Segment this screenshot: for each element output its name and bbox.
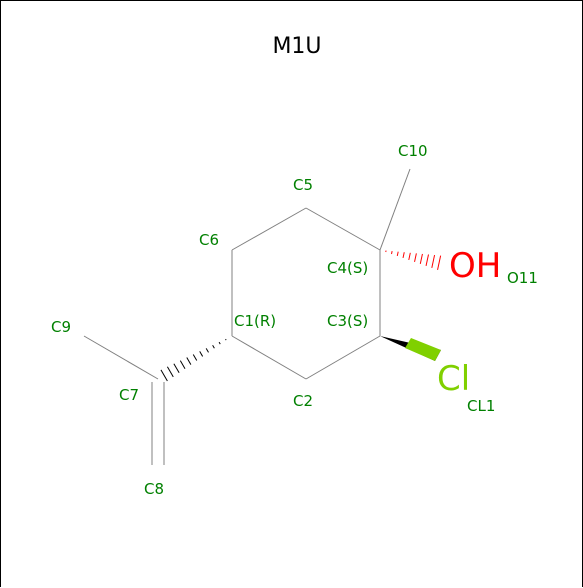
hashed-bond-c4-o11 [386, 251, 441, 270]
atom-label-c4: C4(S) [327, 259, 368, 277]
hash-stroke [206, 348, 208, 352]
atom-symbol-cl: Cl [437, 359, 470, 399]
atom-label-c2: C2 [293, 392, 313, 410]
hash-stroke [167, 367, 173, 377]
hash-stroke [432, 255, 435, 268]
atom-label-cl1: CL1 [467, 397, 495, 415]
atom-label-c3: C3(S) [327, 312, 368, 330]
hash-stroke [226, 339, 227, 340]
hash-stroke [420, 254, 422, 264]
bond-c2-c1 [232, 336, 306, 379]
hash-stroke [426, 254, 428, 265]
bond-c7-c9 [84, 336, 158, 379]
hash-stroke [403, 252, 404, 258]
atom-label-c6: C6 [199, 231, 219, 249]
hash-stroke [397, 252, 398, 256]
hashed-bond-c1-c7 [161, 339, 226, 381]
hash-stroke [200, 351, 203, 356]
bond-c4-c10 [380, 169, 410, 250]
bond-c5-c4 [306, 208, 380, 250]
hash-stroke [415, 253, 417, 262]
hash-stroke [219, 342, 220, 344]
hash-stroke [409, 253, 411, 260]
hash-stroke [438, 256, 441, 270]
hash-stroke [187, 358, 191, 365]
wedge-bond-c3-cl-tip [405, 338, 441, 361]
atom-label-c5: C5 [293, 176, 313, 194]
molecule-title: M1U [272, 34, 321, 59]
hash-stroke [180, 361, 185, 369]
hash-stroke [174, 364, 179, 373]
atom-symbol-oh: OH [449, 246, 501, 286]
atom-label-c7: C7 [119, 386, 139, 404]
bond-c3-c2 [306, 336, 380, 379]
hash-stroke [213, 345, 215, 348]
hash-stroke [161, 370, 167, 381]
hash-stroke [193, 354, 197, 360]
atom-label-c10: C10 [398, 142, 428, 160]
hash-stroke [392, 251, 393, 254]
bond-c6-c5 [232, 208, 306, 250]
atom-label-c8: C8 [144, 480, 164, 498]
atom-label-c9: C9 [51, 318, 71, 336]
atom-label-c1: C1(R) [234, 312, 276, 330]
atom-label-o11: O11 [507, 269, 538, 287]
